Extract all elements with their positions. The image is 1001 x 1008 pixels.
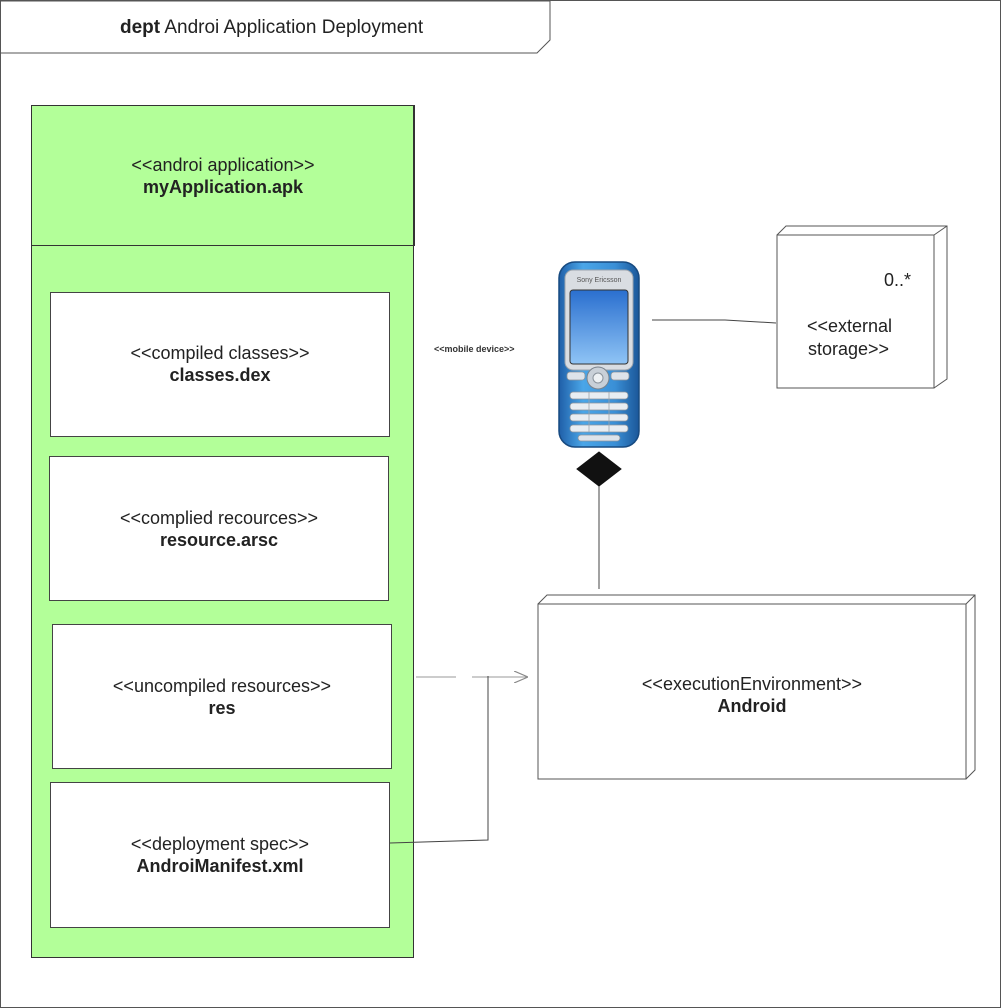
frame-title-text: Androi Application Deployment [164, 17, 424, 38]
frame-title-tab [1, 0, 551, 54]
storage-association[interactable] [652, 319, 777, 324]
component-res[interactable] [52, 624, 392, 769]
apk-stereotype: <<androi application>> [131, 155, 315, 175]
manifest-connector[interactable] [389, 676, 489, 844]
frame-keyword: dept [120, 17, 161, 38]
frame-title: dept Androi Application Deployment [120, 17, 423, 39]
component-stereotype: <<complied recources>> [119, 508, 319, 528]
phone-brand-label: Sony Ericsson [576, 277, 622, 284]
apk-artifact-header [31, 105, 415, 246]
component-classes-dex[interactable] [50, 292, 390, 437]
component-classes-dex-label: <<compiled classes>> classes.dex [50, 342, 390, 386]
component-name: res [208, 698, 236, 718]
external-storage-node[interactable] [776, 225, 948, 389]
component-stereotype: <<deployment spec>> [130, 834, 310, 854]
component-name: AndroiManifest.xml [136, 856, 304, 876]
component-manifest-label: <<deployment spec>> AndroiManifest.xml [50, 833, 390, 877]
android-environment-node[interactable] [537, 594, 976, 780]
apk-artifact-label: <<androi application>> myApplication.apk [31, 154, 415, 198]
android-environment-label: <<executionEnvironment>> Android [538, 673, 966, 717]
component-stereotype: <<uncompiled resources>> [112, 676, 332, 696]
component-stereotype: <<compiled classes>> [130, 343, 310, 363]
component-manifest[interactable] [50, 782, 390, 928]
component-resource-arsc-label: <<complied recources>> resource.arsc [49, 507, 389, 551]
mobile-device-stereotype: <<mobile device>> [434, 344, 515, 354]
component-resource-arsc[interactable] [49, 456, 389, 601]
mobile-phone-icon[interactable] [558, 261, 640, 448]
environment-stereotype: <<executionEnvironment>> [641, 674, 863, 694]
component-res-label: <<uncompiled resources>> res [52, 675, 392, 719]
storage-stereotype-line1: <<external [807, 316, 893, 336]
environment-name: Android [717, 696, 787, 716]
storage-stereotype-line2: storage>> [808, 339, 890, 359]
component-name: resource.arsc [159, 530, 279, 550]
storage-multiplicity: 0..* [884, 270, 912, 290]
composition-connector[interactable] [576, 451, 622, 589]
apk-name: myApplication.apk [142, 177, 304, 197]
component-name: classes.dex [169, 365, 271, 385]
